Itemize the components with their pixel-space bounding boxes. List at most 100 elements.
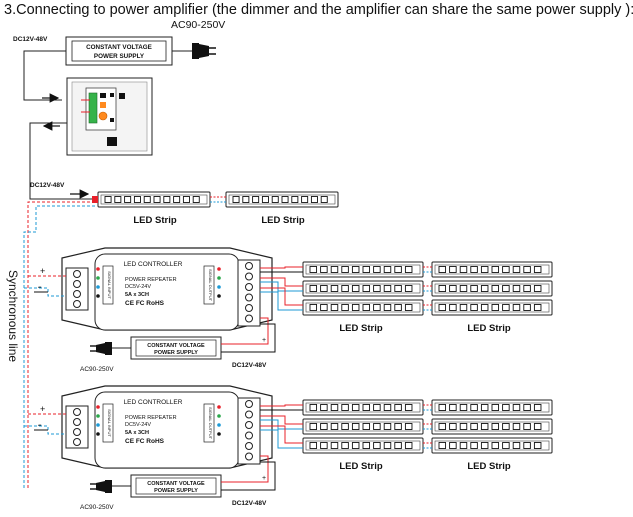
led-chip xyxy=(394,304,402,311)
led-chip xyxy=(491,285,500,292)
led-chip xyxy=(153,196,161,203)
led-chip xyxy=(523,404,531,411)
amp-psu-label2: POWER SUPPLY xyxy=(154,350,198,356)
ac-plug-icon xyxy=(192,43,216,59)
led-chip xyxy=(394,423,402,430)
led-chip xyxy=(523,442,531,449)
led-chip xyxy=(291,196,299,203)
amp-dc-label: DC12V-48V xyxy=(232,500,267,507)
led-chip xyxy=(330,423,339,430)
dc-wire-red xyxy=(221,455,269,483)
led-chip xyxy=(362,423,371,430)
led-chip xyxy=(523,285,531,292)
led-chip xyxy=(449,442,457,449)
led-chip xyxy=(320,285,328,292)
top-ac-label: AC90-250V xyxy=(171,19,225,31)
strip-label: LED Strip xyxy=(339,461,382,472)
plug-body-icon xyxy=(105,342,112,355)
led-chip xyxy=(438,285,447,292)
led-strip xyxy=(431,280,553,297)
led-chip xyxy=(330,285,339,292)
output-wire-red xyxy=(260,425,303,444)
dc-wire-black xyxy=(221,323,276,353)
led-chip xyxy=(480,404,489,411)
dc-wire-black xyxy=(221,461,276,491)
led-chip xyxy=(404,266,413,273)
amplifier-line3: 5A x 3CH xyxy=(125,292,149,298)
led-chip xyxy=(133,196,141,203)
led-chip xyxy=(480,266,489,273)
led-chip xyxy=(502,404,510,411)
led-chip xyxy=(512,304,521,311)
led-chip xyxy=(394,442,402,449)
led-chip xyxy=(192,196,200,203)
amplifier-line2: DC5V-24V xyxy=(125,284,151,290)
top-strip2-label: LED Strip xyxy=(261,215,304,226)
amplifier-title: LED CONTROLLER xyxy=(124,261,183,268)
led-chip xyxy=(480,285,489,292)
led-chip xyxy=(310,196,318,203)
led-chip xyxy=(124,196,132,203)
indicator-led xyxy=(217,285,221,289)
led-strip xyxy=(431,418,553,435)
led-chip xyxy=(491,304,500,311)
led-chip xyxy=(533,404,542,411)
amp-psu-label1: CONSTANT VOLTAGE xyxy=(147,481,205,487)
led-chip xyxy=(533,423,542,430)
led-chip xyxy=(309,423,318,430)
minus-sign: - xyxy=(38,419,42,431)
input-side-label: SIGNAL INPUT xyxy=(107,271,112,299)
plug-head-icon xyxy=(96,481,105,492)
led-chip xyxy=(242,196,250,203)
plus-sign: + xyxy=(40,266,45,276)
indicator-led xyxy=(96,276,100,280)
amp-ac-label: AC90-250V xyxy=(80,504,114,511)
indicator-led xyxy=(96,405,100,409)
terminal-screw xyxy=(73,428,81,436)
led-strip xyxy=(431,299,553,316)
amplifier-line3: 5A x 3CH xyxy=(125,430,149,436)
dimmer-panel xyxy=(66,77,153,156)
terminal-screw xyxy=(73,290,81,298)
led-chip xyxy=(480,304,489,311)
led-chip xyxy=(449,423,457,430)
indicator-led xyxy=(217,405,221,409)
led-chip xyxy=(341,304,349,311)
plug-head-icon xyxy=(96,343,105,354)
led-chip xyxy=(502,423,510,430)
led-chip xyxy=(341,442,349,449)
top-dc-label: DC12V-48V xyxy=(13,36,48,43)
led-chip xyxy=(383,423,392,430)
led-chip xyxy=(523,423,531,430)
led-chip xyxy=(449,285,457,292)
terminal-screw xyxy=(245,421,253,429)
led-strip xyxy=(302,280,424,297)
led-chip xyxy=(320,404,328,411)
psu-label-line1: CONSTANT VOLTAGE xyxy=(86,44,152,51)
led-chip xyxy=(182,196,190,203)
dc-plus-sign: + xyxy=(262,475,266,482)
led-chip xyxy=(373,285,381,292)
led-chip xyxy=(341,266,349,273)
output-side-panel xyxy=(203,403,215,443)
amplifier-line2: DC5V-24V xyxy=(125,422,151,428)
led-chip xyxy=(320,423,328,430)
output-wire xyxy=(260,291,303,311)
led-chip xyxy=(114,196,122,203)
terminal-screw xyxy=(245,304,253,312)
led-chip xyxy=(480,442,489,449)
led-chip xyxy=(459,304,468,311)
amp-dc-label: DC12V-48V xyxy=(232,362,267,369)
plug-body-icon xyxy=(105,480,112,493)
led-chip xyxy=(438,442,447,449)
led-chip xyxy=(383,266,392,273)
led-chip xyxy=(383,304,392,311)
indicator-led xyxy=(217,294,221,298)
led-chip xyxy=(301,196,309,203)
terminal-screw xyxy=(73,418,81,426)
amplifier-line1: POWER REPEATER xyxy=(125,277,177,283)
output-wire xyxy=(260,419,303,430)
led-chip xyxy=(512,285,521,292)
